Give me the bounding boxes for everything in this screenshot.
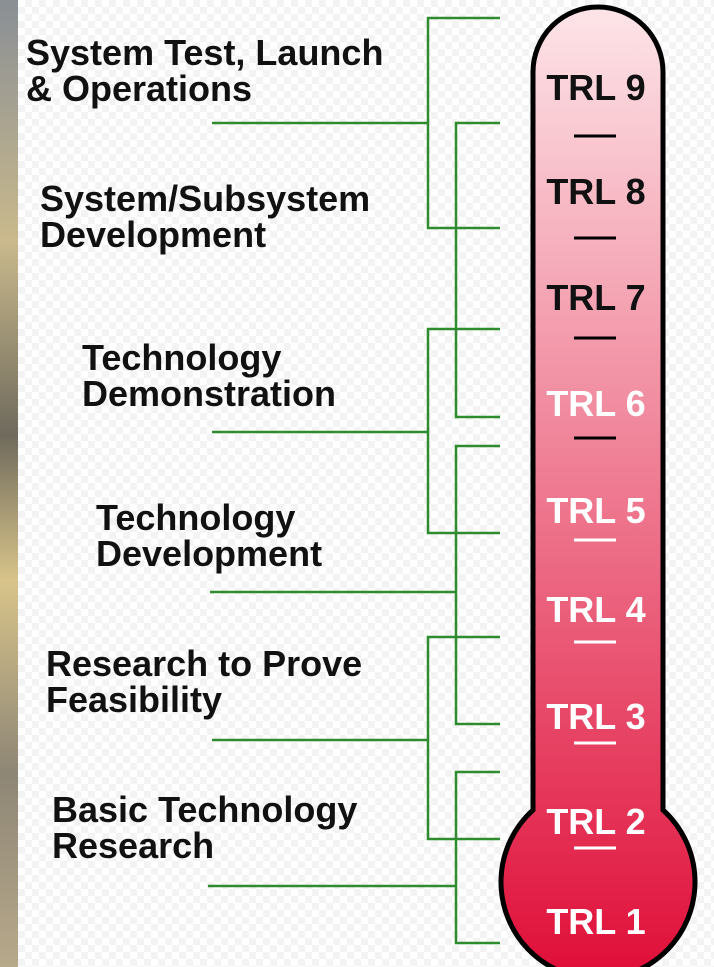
trl-3-label: TRL 3: [546, 696, 646, 737]
bracket-technology-development: [210, 444, 500, 726]
bracket-research-feasibility: [212, 635, 500, 841]
bracket-connectors: [208, 16, 500, 945]
bracket-system-subsystem: [454, 121, 500, 419]
trl-6-label: TRL 6: [546, 383, 646, 424]
bracket-system-test: [212, 16, 500, 230]
trl-8-label: TRL 8: [546, 171, 646, 212]
trl-4-label: TRL 4: [546, 589, 646, 630]
thermometer-ticks: [574, 134, 616, 850]
bracket-basic-research: [208, 770, 500, 945]
bracket-technology-demonstration: [212, 327, 500, 535]
thermometer-body: [498, 4, 698, 967]
phase-label-basic-technology-research: Basic Technology Research: [52, 789, 358, 866]
phase-label-technology-development: Technology Development: [96, 497, 323, 574]
trl-1-label: TRL 1: [546, 901, 646, 942]
phase-label-technology-demonstration: Technology Demonstration: [82, 337, 337, 414]
phase-label-system-subsystem-development: System/Subsystem Development: [40, 178, 371, 255]
trl-2-label: TRL 2: [546, 801, 646, 842]
phase-label-system-test-launch-operations: System Test, Launch & Operations: [26, 32, 384, 109]
trl-7-label: TRL 7: [546, 277, 646, 318]
trl-5-label: TRL 5: [546, 490, 646, 531]
trl-9-label: TRL 9: [546, 67, 646, 108]
background-photo-strip: [0, 0, 18, 967]
phase-label-research-to-prove-feasibility: Research to Prove Feasibility: [46, 643, 363, 720]
